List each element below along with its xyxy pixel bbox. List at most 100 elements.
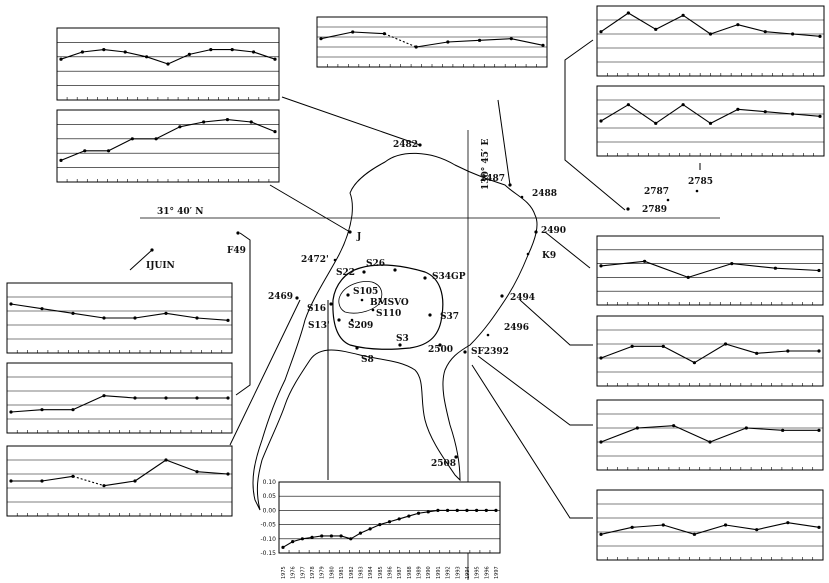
x-tick-label: 1988	[407, 566, 413, 579]
series-segment	[600, 260, 645, 267]
data-point	[791, 32, 795, 36]
data-point	[654, 121, 658, 125]
station-label: 2494	[510, 293, 535, 303]
data-point	[230, 48, 234, 52]
data-point	[484, 508, 488, 512]
series-segment	[673, 425, 711, 443]
series-segment	[765, 31, 793, 35]
x-tick-label: 1992	[446, 566, 452, 579]
data-point	[599, 532, 603, 536]
x-tick-label: 1997	[494, 566, 500, 579]
data-point	[465, 508, 469, 512]
series-segment	[41, 475, 74, 482]
station-label: 2487	[480, 174, 505, 184]
data-point	[187, 52, 191, 57]
data-point	[426, 510, 430, 514]
series-segment	[416, 41, 448, 48]
data-point	[9, 479, 13, 483]
x-tick-label: 1991	[436, 566, 442, 579]
data-point	[226, 396, 230, 400]
data-point	[723, 342, 728, 346]
series-segment	[72, 395, 105, 411]
series-segment	[731, 263, 776, 269]
series-segment	[350, 532, 361, 540]
series-segment	[60, 150, 85, 161]
data-point	[178, 125, 182, 129]
data-point	[202, 120, 206, 124]
series-segment	[600, 345, 633, 359]
series-segment	[165, 459, 198, 473]
x-tick-label: 1975	[281, 566, 287, 579]
series-segment	[103, 480, 136, 487]
series-segment	[179, 121, 204, 128]
series-segment	[72, 475, 105, 487]
series-segment	[600, 12, 629, 33]
series-segment	[108, 138, 133, 152]
station-label: SF2392	[471, 347, 509, 357]
data-point	[630, 525, 634, 529]
data-point	[445, 508, 450, 512]
series-segment	[600, 104, 629, 122]
station-label: K9	[542, 251, 556, 261]
series-segment	[165, 312, 198, 319]
station-label: 2490	[541, 226, 566, 236]
x-tick-label: 1987	[397, 566, 403, 579]
series-segment	[682, 14, 711, 35]
series-segment	[792, 113, 821, 117]
series-segment	[146, 56, 169, 65]
series-segment	[134, 312, 167, 319]
series-segment	[792, 33, 821, 37]
data-point	[40, 307, 44, 311]
series-segment	[203, 119, 228, 123]
series-segment	[10, 409, 43, 413]
data-point	[407, 514, 411, 518]
caldera-rim	[332, 264, 444, 350]
series-segment	[167, 53, 190, 65]
chart-top-left-2	[56, 109, 280, 183]
series-segment	[737, 108, 766, 113]
data-point	[387, 520, 392, 524]
station-label: S209	[348, 321, 373, 331]
series-segment	[655, 104, 684, 124]
station-label: J	[356, 232, 361, 242]
series-segment	[765, 111, 793, 115]
data-point	[818, 34, 822, 38]
data-point	[226, 472, 230, 476]
station-label: S13'	[308, 321, 330, 331]
series-segment	[41, 308, 74, 314]
chart-frame	[56, 109, 280, 183]
chart-right-3	[596, 399, 824, 471]
x-tick-label: 1976	[291, 566, 297, 579]
data-point	[654, 27, 658, 31]
data-point	[164, 396, 168, 400]
chart-left-1	[6, 282, 233, 354]
series-segment	[399, 515, 410, 520]
station-label: 2472'	[301, 255, 329, 265]
series-segment	[125, 51, 147, 58]
data-point	[349, 537, 353, 541]
data-point	[818, 114, 822, 118]
data-point	[378, 523, 382, 527]
x-tick-label: 1983	[358, 566, 364, 579]
chart-frame	[596, 5, 825, 77]
data-point	[475, 508, 479, 512]
data-point	[786, 521, 790, 525]
x-tick-label: 1996	[484, 566, 490, 579]
series-segment	[320, 31, 353, 40]
data-point	[71, 408, 75, 412]
data-point	[319, 37, 323, 41]
data-point	[133, 396, 137, 400]
chart-right-2	[596, 315, 824, 387]
data-point	[358, 531, 363, 535]
data-point	[9, 410, 13, 414]
series-segment	[103, 49, 126, 53]
data-point	[436, 508, 440, 512]
series-segment	[694, 343, 726, 364]
station-label: S22	[336, 268, 355, 278]
data-point	[599, 440, 603, 444]
station-label: 2500	[428, 345, 453, 355]
series-segment	[196, 471, 229, 475]
y-tick-label: 0.10	[263, 479, 277, 486]
data-point	[626, 103, 630, 107]
series-segment	[384, 33, 417, 48]
